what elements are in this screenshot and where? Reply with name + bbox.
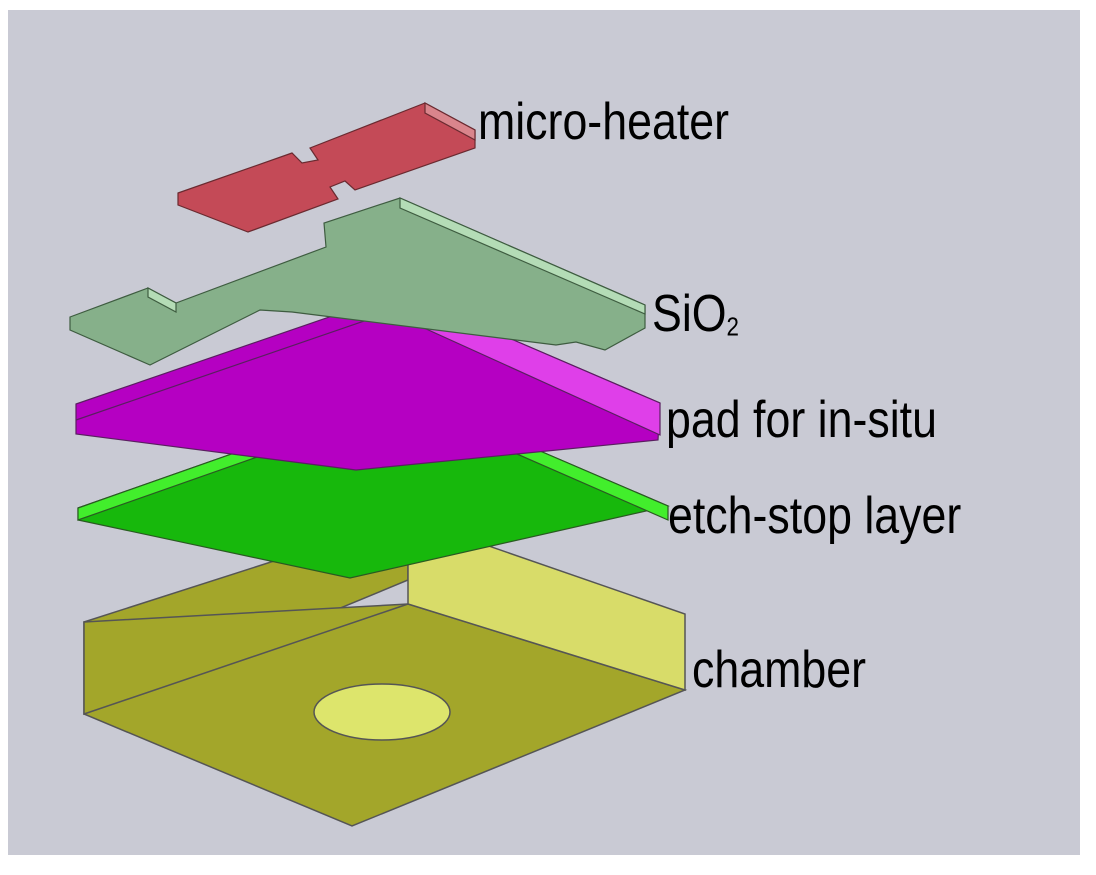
heater-side-face [424,101,476,142]
heater-top-face [177,102,476,233]
chamber-label: chamber [692,641,866,699]
sio2-layer [69,197,646,366]
chamber-edge [83,603,409,715]
micro-heater-element [177,101,476,233]
sio2-top-face [69,197,646,366]
etch-stop-label: etch-stop layer [668,487,962,545]
chamber-hole [313,683,451,741]
sio2-label: SiO2 [652,288,739,340]
sio2-label-main: SiO [652,285,727,343]
pad-label: pad for in-situ [666,391,937,449]
micro-heater-label: micro-heater [478,93,730,151]
sio2-label-subscript: 2 [726,311,739,342]
sio2-step-edge [147,286,177,314]
sio2-side-face [399,197,646,315]
pad-front-edge [75,307,403,421]
chamber-side-face [407,516,686,692]
